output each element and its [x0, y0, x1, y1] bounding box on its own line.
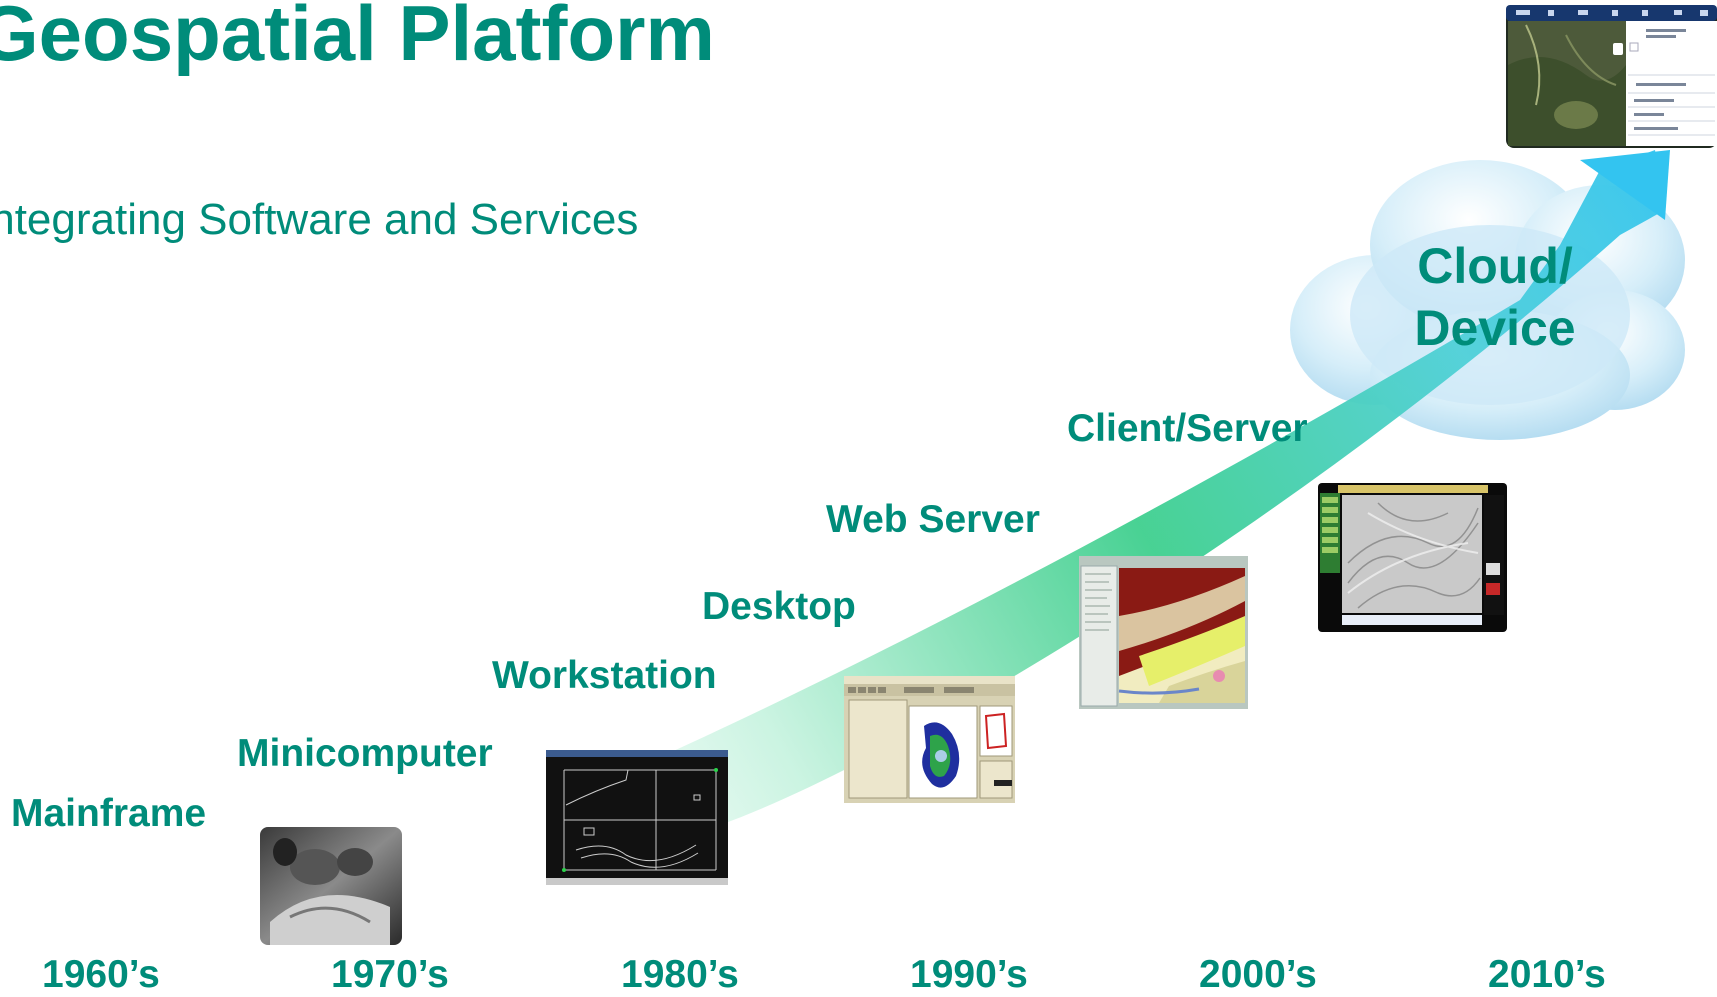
decade-label-1980s: 1980’s: [621, 953, 739, 996]
era-label-client-server: Client/Server: [1067, 407, 1308, 450]
page-subtitle: Integrating Software and Services: [0, 195, 639, 244]
desktop-gis-screen: [844, 676, 1015, 803]
decade-label-2000s: 2000’s: [1199, 953, 1317, 996]
era-label-desktop: Desktop: [702, 585, 856, 628]
arrow-head: [1580, 150, 1670, 220]
cloud-label-line1: Cloud/: [1417, 238, 1573, 294]
era-label-cloud-device: Cloud/ Device: [1375, 235, 1615, 359]
decade-label-1970s: 1970’s: [331, 953, 449, 996]
page-title: Geospatial Platform: [0, 0, 715, 77]
era-label-workstation: Workstation: [492, 654, 717, 697]
decade-label-1990s: 1990’s: [910, 953, 1028, 996]
client-server-map-screen: [1318, 483, 1507, 632]
decade-label-2010s: 2010’s: [1488, 953, 1606, 996]
era-label-web-server: Web Server: [826, 498, 1040, 541]
era-label-minicomputer: Minicomputer: [237, 732, 493, 775]
web-server-map-screen: [1079, 556, 1248, 709]
era-label-mainframe: Mainframe: [11, 792, 207, 835]
decade-label-1960s: 1960’s: [42, 953, 160, 996]
workstation-screen: [546, 750, 728, 885]
cloud-label-line2: Device: [1414, 300, 1576, 356]
mobile-device-screen: [1506, 5, 1717, 148]
mainframe-photo: [260, 827, 402, 945]
